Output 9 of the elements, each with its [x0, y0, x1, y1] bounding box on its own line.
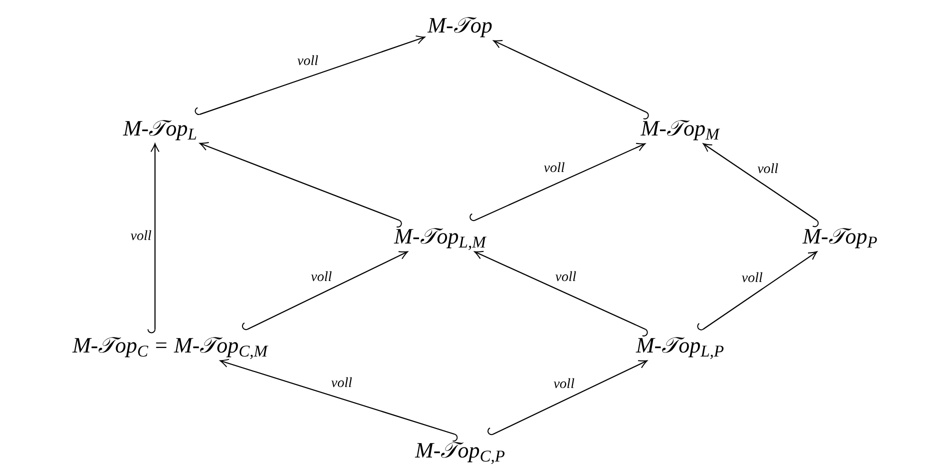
math-expression: M-𝒯op$_{M}$	[640, 114, 720, 142]
math-expression: M-𝒯op$_{L,M}$	[394, 222, 486, 250]
math-expression: M-𝒯op$_{C}$ = M-𝒯op$_{C,M}$	[72, 331, 268, 359]
edge-label: voll	[128, 230, 154, 244]
math-expression: M-𝒯op	[428, 11, 492, 39]
math-expression: M-𝒯op$_{L,P}$	[636, 331, 724, 359]
math-expression: M-𝒯op$_{C,P}$	[415, 436, 505, 464]
math-expression: M-𝒯op$_{L}$	[123, 114, 197, 142]
math-expression: M-𝒯op$_{P}$	[802, 222, 878, 250]
